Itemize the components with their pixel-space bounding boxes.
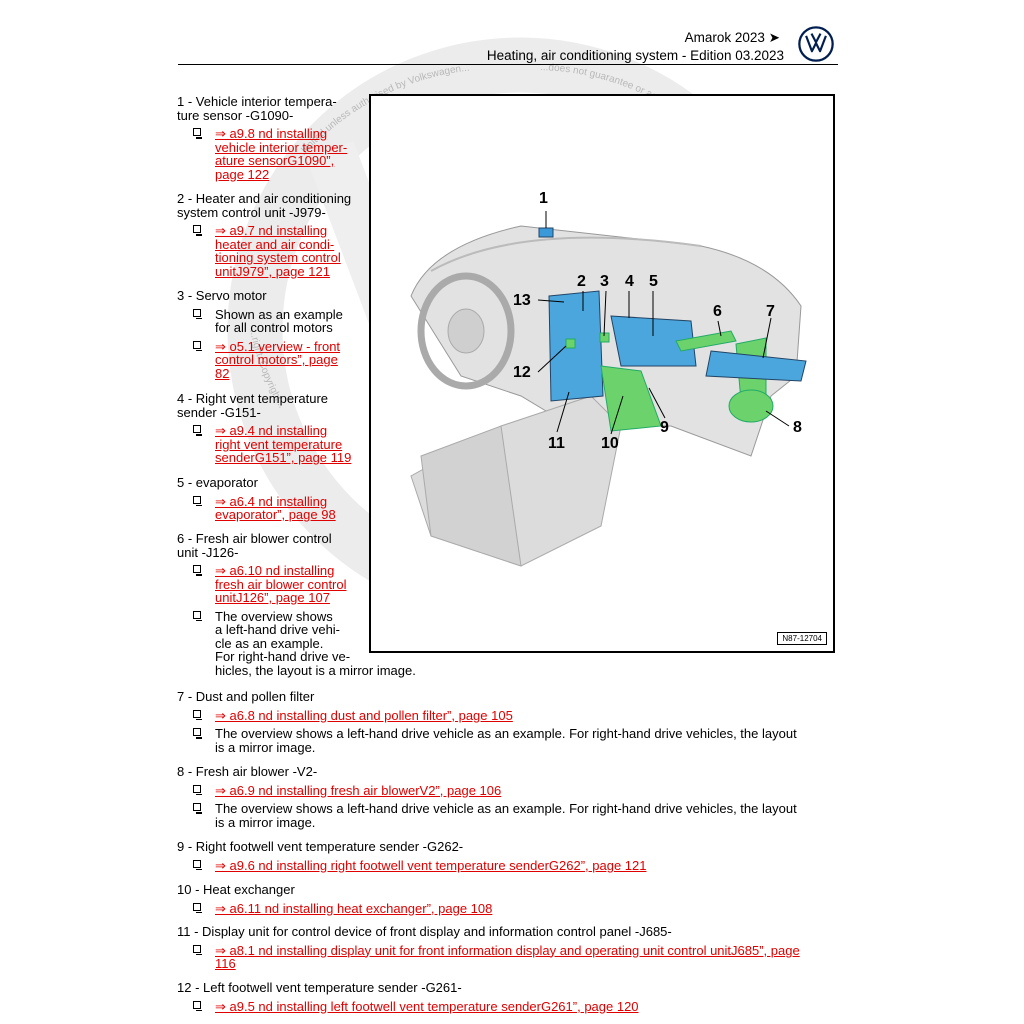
checkbox-icon xyxy=(193,610,202,621)
item-title: 5 - evaporator xyxy=(177,475,258,490)
list-item: ⇒ a6.4 nd installing evaporator”, page 9… xyxy=(177,493,362,522)
list-item: ⇒ a6.9 nd installing fresh air blowerV2”… xyxy=(177,782,837,798)
legend-item-8: 8 - Fresh air blower -V2- ⇒ a6.9 nd inst… xyxy=(177,765,837,829)
legend-item-9: 9 - Right footwell vent temperature send… xyxy=(177,840,837,872)
checkbox-icon xyxy=(193,340,202,351)
note-text: The overview shows a left-hand drive veh… xyxy=(215,801,797,830)
page-link[interactable]: ⇒ a6.9 nd installing fresh air blowerV2”… xyxy=(215,782,502,798)
legend-item-10: 10 - Heat exchanger ⇒ a6.11 nd installin… xyxy=(177,883,837,915)
legend-item-7: 7 - Dust and pollen filter ⇒ a6.8 nd ins… xyxy=(177,690,837,754)
callout-6: 6 xyxy=(713,303,722,320)
page-link[interactable]: ⇒ a8.1 nd installing display unit for fr… xyxy=(215,942,800,971)
note-text: Shown as an example for all control moto… xyxy=(215,306,343,335)
page-link[interactable]: ⇒ a6.11 nd installing heat exchanger”, p… xyxy=(215,900,493,916)
checkbox-icon xyxy=(193,709,202,720)
legend-item-4: 4 - Right vent temperature sender -G151-… xyxy=(177,392,362,465)
checkbox-icon xyxy=(193,565,202,576)
item-title: 1 - Vehicle interior tempera- ture senso… xyxy=(177,94,337,123)
note-text: The overview shows a left-hand drive veh… xyxy=(215,726,797,755)
dashboard-illustration xyxy=(410,211,807,567)
document-subtitle: Heating, air conditioning system - Editi… xyxy=(486,48,784,63)
checkbox-icon xyxy=(193,803,202,814)
vw-logo-icon xyxy=(798,26,834,62)
item-title: 9 - Right footwell vent temperature send… xyxy=(177,839,464,854)
checkbox-icon xyxy=(193,728,202,739)
checkbox-icon xyxy=(193,495,202,506)
callout-2: 2 xyxy=(577,273,586,290)
legend-item-2: 2 - Heater and air conditioning system c… xyxy=(177,192,362,278)
callout-5: 5 xyxy=(649,273,658,290)
page-link[interactable]: ⇒ a9.5 nd installing left footwell vent … xyxy=(215,998,639,1014)
checkbox-icon xyxy=(193,859,202,870)
item-title: 11 - Display unit for control device of … xyxy=(177,924,672,939)
checkbox-icon xyxy=(193,1000,202,1011)
component-overview-figure: 1 2 3 4 5 6 7 8 9 10 11 12 13 N87-12704 xyxy=(369,94,835,653)
list-item: ⇒ o5.1 verview - front control motors”, … xyxy=(177,338,362,381)
checkbox-icon xyxy=(193,128,202,139)
page-link[interactable]: ⇒ a9.4 nd installing right vent temperat… xyxy=(215,423,352,465)
callout-4: 4 xyxy=(625,273,634,290)
legend-item-5: 5 - evaporator ⇒ a6.4 nd installing evap… xyxy=(177,476,362,522)
callout-3: 3 xyxy=(600,273,609,290)
item-title: 12 - Left footwell vent temperature send… xyxy=(177,980,462,995)
callout-9: 9 xyxy=(660,419,669,436)
item-title: 2 - Heater and air conditioning system c… xyxy=(177,191,352,220)
figure-id: N87-12704 xyxy=(777,632,827,645)
item-title: 8 - Fresh air blower -V2- xyxy=(177,764,318,779)
list-item: The overview shows a left-hand drive veh… xyxy=(177,802,837,829)
list-item: ⇒ a6.10 nd installing fresh air blower c… xyxy=(177,564,437,605)
list-item: ⇒ a9.5 nd installing left footwell vent … xyxy=(177,998,837,1014)
callout-1: 1 xyxy=(539,190,548,207)
list-item: ⇒ a9.4 nd installing right vent temperat… xyxy=(177,424,362,465)
item-title: 4 - Right vent temperature sender -G151- xyxy=(177,391,329,420)
legend-item-12: 12 - Left footwell vent temperature send… xyxy=(177,981,837,1013)
page-link[interactable]: ⇒ a6.4 nd installing evaporator”, page 9… xyxy=(215,493,336,522)
callout-10: 10 xyxy=(601,435,619,452)
document-title: Amarok 2023 ➤ xyxy=(684,30,780,45)
page-link[interactable]: ⇒ o5.1 verview - front control motors”, … xyxy=(215,338,341,381)
checkbox-icon xyxy=(193,944,202,955)
legend-item-6: 6 - Fresh air blower control unit -J126-… xyxy=(177,532,437,677)
checkbox-icon xyxy=(193,225,202,236)
list-item: ⇒ a8.1 nd installing display unit for fr… xyxy=(177,942,837,971)
legend-item-1: 1 - Vehicle interior tempera- ture senso… xyxy=(177,95,362,181)
item-title: 7 - Dust and pollen filter xyxy=(177,689,315,704)
list-item: ⇒ a9.7 nd installing heater and air cond… xyxy=(177,224,362,278)
checkbox-icon xyxy=(193,902,202,913)
checkbox-icon xyxy=(193,784,202,795)
callout-11: 11 xyxy=(548,435,565,452)
callout-13: 13 xyxy=(513,292,531,309)
list-item: ⇒ a9.8 nd installing vehicle interior te… xyxy=(177,127,362,181)
item-title: 6 - Fresh air blower control unit -J126- xyxy=(177,531,332,560)
item-title: 10 - Heat exchanger xyxy=(177,882,295,897)
callout-12: 12 xyxy=(513,364,531,381)
list-item: ⇒ a6.11 nd installing heat exchanger”, p… xyxy=(177,900,837,916)
checkbox-icon xyxy=(193,308,202,319)
page-link[interactable]: ⇒ a9.8 nd installing vehicle interior te… xyxy=(215,126,348,182)
page-header: Amarok 2023 ➤ Heating, air conditioning … xyxy=(178,26,838,66)
list-item: ⇒ a6.8 nd installing dust and pollen fil… xyxy=(177,707,837,723)
list-item: ⇒ a9.6 nd installing right footwell vent… xyxy=(177,857,837,873)
legend-item-11: 11 - Display unit for control device of … xyxy=(177,925,837,971)
page-link[interactable]: ⇒ a9.7 nd installing heater and air cond… xyxy=(215,223,341,279)
page-link[interactable]: ⇒ a6.10 nd installing fresh air blower c… xyxy=(215,563,347,605)
legend-item-3: 3 - Servo motor Shown as an example for … xyxy=(177,289,362,380)
page-link[interactable]: ⇒ a9.6 nd installing right footwell vent… xyxy=(215,857,647,873)
callout-8: 8 xyxy=(793,419,802,436)
list-item: Shown as an example for all control moto… xyxy=(177,306,362,335)
checkbox-icon xyxy=(193,425,202,436)
item-title: 3 - Servo motor xyxy=(177,288,267,303)
page-link[interactable]: ⇒ a6.8 nd installing dust and pollen fil… xyxy=(215,707,513,723)
header-divider xyxy=(178,64,838,65)
list-item: The overview shows a left-hand drive veh… xyxy=(177,727,837,754)
list-item: The overview shows a left-hand drive veh… xyxy=(177,608,437,678)
callout-7: 7 xyxy=(766,303,775,320)
note-text: The overview shows a left-hand drive veh… xyxy=(215,608,416,678)
